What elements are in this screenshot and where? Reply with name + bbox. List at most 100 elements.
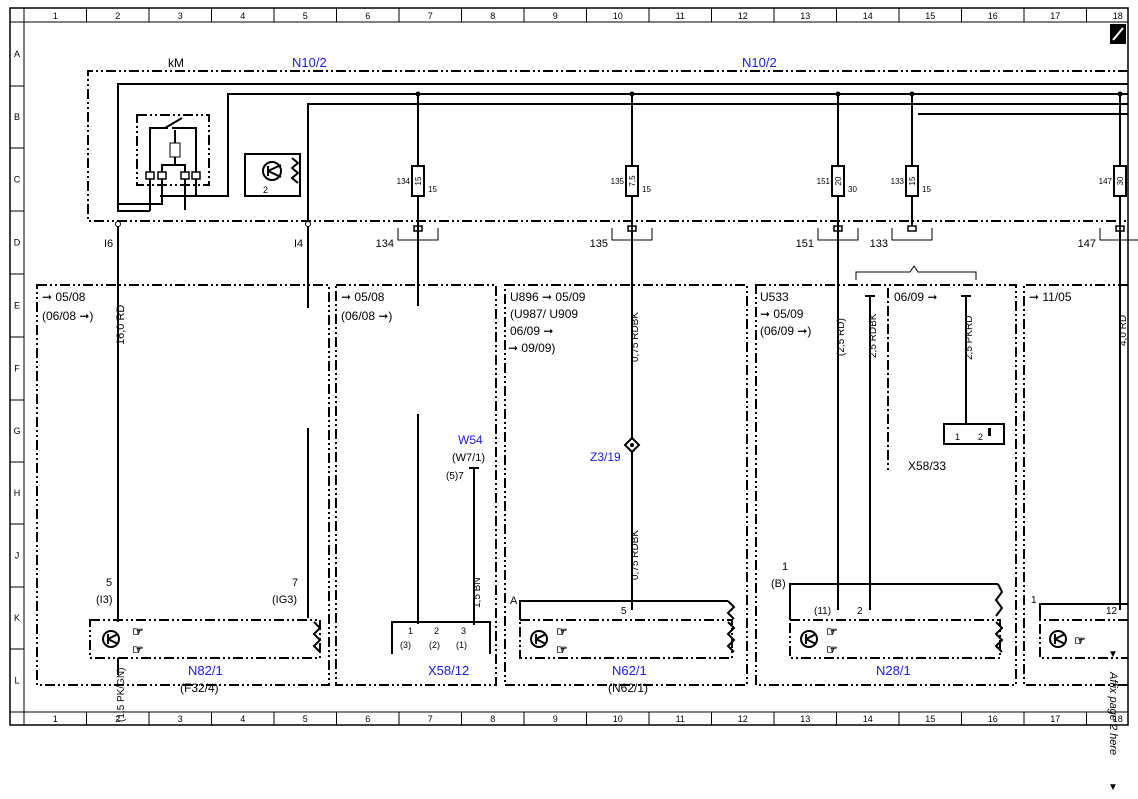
box3-splice: Z3/19 (590, 450, 621, 464)
box1-pin5: 5 (106, 577, 112, 589)
box3-wire2: 0,75 RDBK (630, 530, 641, 580)
fuse-id: 133 (891, 177, 905, 186)
fuse-amp: 15 (908, 176, 917, 185)
fuse-amp: 7,5 (628, 175, 637, 187)
fuse-ref: 135 (590, 238, 608, 250)
fuse-icon (411, 165, 425, 197)
column-label: 11 (676, 11, 685, 21)
n82-hand-icon-2: ☞ (132, 642, 144, 657)
fuse-icon (625, 165, 639, 197)
box3-l3: 06/09 (510, 324, 540, 338)
fuse-id: 151 (817, 177, 831, 186)
n62-hand-icon-2: ☞ (556, 642, 568, 657)
box4-date-r: 06/09 (894, 290, 924, 304)
row-label: F (14, 364, 20, 374)
column-label: 7 (428, 714, 433, 724)
column-label: 10 (613, 11, 623, 21)
fuse-icon (905, 165, 919, 197)
box3-pin: 5 (621, 606, 627, 617)
column-label: 4 (240, 714, 245, 724)
n28-hand-icon-1: ☞ (826, 624, 838, 639)
box5-hand-icon: ☞ (1074, 633, 1086, 648)
column-label: 17 (1050, 714, 1060, 724)
row-label: C (14, 175, 21, 185)
column-label: 17 (1050, 11, 1060, 21)
svg-text:➞ 11/05: ➞ 11/05 (1029, 290, 1072, 304)
box3-sub: (N62/1) (608, 681, 648, 695)
row-label: H (14, 488, 21, 498)
svg-text:06/09 ➞: 06/09 ➞ (510, 324, 553, 338)
fuse-terminal: 15 (922, 185, 931, 194)
column-label: 5 (303, 714, 308, 724)
box1-sub: (F32/4) (180, 681, 219, 695)
box1-wire1: 16,0 RD (115, 305, 127, 345)
fuse-id: 147 (1099, 177, 1113, 186)
fuse-ref: 151 (796, 238, 814, 250)
svg-text:U896 ➞ 05/09: U896 ➞ 05/09 (510, 290, 586, 304)
row-label: J (15, 551, 20, 561)
box4-x58: X58/33 (908, 459, 946, 473)
fuse-id: 134 (397, 177, 411, 186)
transistor-icon (262, 161, 282, 181)
column-label: 16 (988, 714, 998, 724)
box2-pin-top-1: 1 (408, 626, 413, 636)
box-partial-right: ➞ 11/05 4,0 RD 1 12 ☞ (1023, 221, 1129, 686)
column-label: 9 (553, 714, 558, 724)
n28-1-ecu-box (789, 619, 1001, 659)
box2-pin57: (5)7 (446, 471, 464, 482)
box3-conn: A (510, 595, 518, 607)
svg-text:06/09 ➞: 06/09 ➞ (894, 290, 937, 304)
column-label: 4 (240, 11, 245, 21)
box5-transistor-icon (1049, 630, 1067, 648)
box-n28-1: U533 ➞ 05/09 (06/09 ➞) (2,5 RD) 2,5 RDBK… (755, 221, 1017, 686)
n28-hand-icon-2: ☞ (826, 642, 838, 657)
row-label: A (14, 49, 20, 59)
box3-wire1: 0,75 RDBK (630, 312, 641, 362)
column-label: 18 (1113, 714, 1123, 724)
fuse-icon (1113, 165, 1127, 197)
box1-wire2: (1,5 PK/GN) (116, 668, 127, 722)
n82-1-ecu-box (89, 619, 321, 659)
fuse-group: 15134151347,5135151352015130151151331513… (376, 91, 1138, 250)
n10-2-label-right: N10/2 (742, 55, 777, 70)
fuse-terminal: 15 (428, 185, 437, 194)
x58-33-connector (943, 423, 1005, 445)
column-label: 7 (428, 11, 433, 21)
box4-wire2: 2,5 RDBK (868, 313, 879, 358)
box4-pinB: (B) (771, 578, 786, 590)
box3-l1a: U896 (510, 290, 539, 304)
box4-xpin2: 2 (978, 432, 983, 442)
column-label: 14 (863, 714, 873, 724)
svg-text:➞ 09/09): ➞ 09/09) (508, 341, 555, 355)
box3-name: N62/1 (612, 663, 647, 678)
fuse-terminal: 15 (642, 185, 651, 194)
svg-text:(06/09 ➞): (06/09 ➞) (760, 324, 811, 338)
i6-label: I6 (104, 238, 113, 250)
row-label: K (14, 613, 20, 623)
column-label: 6 (365, 11, 370, 21)
n28-transistor-icon (800, 630, 818, 648)
column-label: 18 (1113, 11, 1123, 21)
column-label: 10 (613, 714, 623, 724)
svg-text:➞ 05/08: ➞ 05/08 (42, 290, 86, 304)
box5-date: 11/05 (1042, 290, 1071, 304)
fuse-icon (831, 165, 845, 197)
row-label: L (14, 676, 19, 686)
output-stage-box (244, 153, 301, 197)
n62-1-ecu-box (519, 619, 733, 659)
column-label: 3 (178, 11, 183, 21)
row-grid-ticks (10, 21, 24, 713)
box5-pin12: 12 (1106, 606, 1118, 617)
column-label: 8 (490, 714, 495, 724)
svg-text:(06/08 ➞): (06/08 ➞) (341, 309, 392, 323)
fuse-amp: 15 (414, 176, 423, 185)
column-label: 14 (863, 11, 873, 21)
n62-transistor-icon (530, 630, 548, 648)
page-corner-icon (1110, 24, 1126, 44)
box5-pin1: 1 (1031, 595, 1037, 606)
